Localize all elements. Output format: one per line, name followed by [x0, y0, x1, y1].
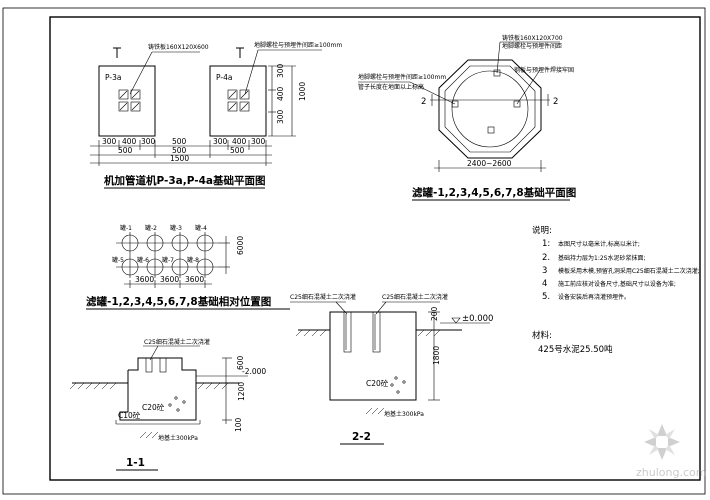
s22-dim-200: 200: [430, 306, 439, 321]
plan-p3a-title: 机加管道机P-3a,P-4a基础平面图: [104, 174, 266, 187]
pad-label-left: P-3a: [105, 73, 121, 82]
s22-dim-1800: 1800: [432, 346, 441, 365]
dim-top-1: 300: [102, 137, 117, 146]
tank-circle: [451, 70, 529, 148]
dim-right-2: 400: [276, 86, 285, 101]
octagon-outer: [438, 59, 542, 159]
dim-bot-1: 500: [118, 146, 133, 155]
oct-dim-width: 2400~2600: [467, 159, 512, 168]
s11-dim-100: 100: [234, 417, 243, 432]
note-2-no: 2.: [542, 253, 550, 263]
s22-concrete: C20砼: [366, 378, 389, 388]
layout-dim-2: 3600: [160, 275, 179, 284]
inner-border: [49, 16, 701, 481]
plan-octagon-title: 滤罐-1,2,3,4,5,6,7,8基础平面图: [412, 186, 576, 199]
plan-octagon: 2 2 铸铁板160X120X700 地脚螺栓与预埋件间距 地脚螺栓与预埋件间距…: [358, 34, 576, 201]
material-heading: 材料:: [532, 330, 552, 341]
dim-right-1: 300: [276, 63, 285, 78]
section-1-1: C25细石混凝土二次浇灌 600 1200 100 -2.000 C20砼 C1…: [69, 338, 266, 471]
section-mark-left: 2: [421, 97, 426, 107]
oct-callout-top-sub: 地脚螺栓与预埋件间距: [502, 42, 562, 50]
tank-6: 罐-6: [137, 256, 149, 264]
material-value: 425号水泥25.50吨: [538, 344, 613, 355]
tank-7: 罐-7: [162, 256, 174, 264]
oct-callout-left-sub: 管子长度在地面以上标高: [358, 83, 424, 91]
note-3-no: 3: [542, 266, 547, 276]
s11-title: 1-1: [126, 457, 145, 469]
s11-dim-600: 600: [236, 355, 245, 370]
s22-level: ±0.000: [462, 314, 493, 324]
s22-title: 2-2: [352, 431, 371, 443]
s11-grout: C25细石混凝土二次浇灌: [144, 338, 210, 346]
note-5-no: 5.: [542, 292, 550, 302]
tank-1: 罐-1: [120, 224, 132, 232]
s11-soil: 地基土300kPa: [158, 434, 198, 442]
note-4-no: 4: [542, 279, 547, 289]
note-1-text: 本图尺寸以毫米计,标高以米计;: [558, 240, 640, 248]
watermark: zhulong.com: [636, 424, 706, 479]
layout-plan-title: 滤罐-1,2,3,4,5,6,7,8基础相对位置图: [86, 295, 271, 308]
oct-callout-top: 铸铁板160X120X700: [502, 34, 563, 42]
layout-dim-v: 6000: [236, 236, 245, 255]
dim-right-total: 1000: [298, 82, 307, 101]
tank-5: 罐-5: [112, 256, 124, 264]
note-2-text: 基础持力层为1:2S水泥砂浆抹面;: [558, 254, 646, 262]
tank-3: 罐-3: [170, 224, 182, 232]
layout-dim-3: 3600: [185, 275, 204, 284]
pad-p4a: [209, 65, 267, 137]
s22-grout-left: C25细石混凝土二次浇灌: [290, 293, 356, 301]
tank-8: 罐-8: [187, 256, 199, 264]
watermark-logo-icon: [644, 424, 680, 460]
s11-concrete: C20砼: [142, 402, 165, 412]
pad-p3a: [98, 65, 156, 137]
dim-top-2: 400: [122, 137, 137, 146]
note-5-text: 设备安装后再浇灌预埋件。: [558, 293, 630, 301]
s11-dim-1200: 1200: [237, 382, 246, 401]
dim-top-4: 500: [172, 137, 187, 146]
tank-circles: [116, 232, 218, 278]
dim-right-3: 300: [276, 109, 285, 124]
s22-soil: 地基土300kPa: [384, 410, 424, 418]
note-1-no: 1:: [542, 239, 550, 249]
section-mark-right: 2: [553, 97, 558, 107]
dim-top-3: 300: [141, 137, 156, 146]
s22-grout-right: C25细石混凝土二次浇灌: [382, 293, 448, 301]
layout-dim-1: 3600: [135, 275, 154, 284]
layout-plan: 罐-1 罐-2 罐-3 罐-4 罐-5 罐-6 罐-7 罐-8 3600 360…: [86, 224, 290, 310]
section-2-2: C25细石混凝土二次浇灌 C25细石混凝土二次浇灌 200 1800 ±0.00…: [290, 293, 493, 445]
s11-level: -2.000: [242, 367, 266, 376]
notes-heading: 说明:: [532, 225, 552, 236]
dim-top-5: 300: [213, 137, 228, 146]
dim-total: 1500: [170, 154, 189, 163]
oct-callout-mid: 钢板与预埋件焊接牢固: [514, 66, 574, 74]
plan-p3a-p4a: P-3a P-4a 铸铁板160X120X600 地脚螺栓与预埋件间距≥100m…: [90, 41, 342, 189]
watermark-text: zhulong.com: [636, 466, 706, 479]
dim-bot-3: 500: [230, 146, 245, 155]
dim-bot-2: 500: [172, 146, 187, 155]
pad-label-right: P-4a: [216, 73, 232, 82]
tank-2: 罐-2: [145, 224, 157, 232]
bolt-holes-left: [118, 89, 141, 112]
bolt-holes-right: [227, 89, 250, 112]
dim-top-6: 400: [232, 137, 247, 146]
dim-top-7: 300: [251, 137, 266, 146]
outer-border: [2, 7, 706, 495]
tank-4: 罐-4: [195, 224, 207, 232]
notes-block: 说明: 1: 本图尺寸以毫米计,标高以米计; 2. 基础持力层为1:2S水泥砂浆…: [532, 225, 700, 355]
oct-callout-left: 地脚螺栓与预埋件间距≥100mm: [358, 73, 446, 81]
octagon-inner: [444, 65, 536, 153]
callout-right: 地脚螺栓与预埋件间距≥100mm: [254, 41, 342, 49]
note-3-text: 模板采用木模,预留孔洞采用C25细石混凝土二次浇灌;: [558, 267, 700, 275]
note-4-text: 施工前应核对设备尺寸,基础尺寸以设备为准;: [558, 280, 676, 288]
s11-bedding: C10砼: [118, 410, 141, 420]
callout-left: 铸铁板160X120X600: [148, 43, 209, 51]
